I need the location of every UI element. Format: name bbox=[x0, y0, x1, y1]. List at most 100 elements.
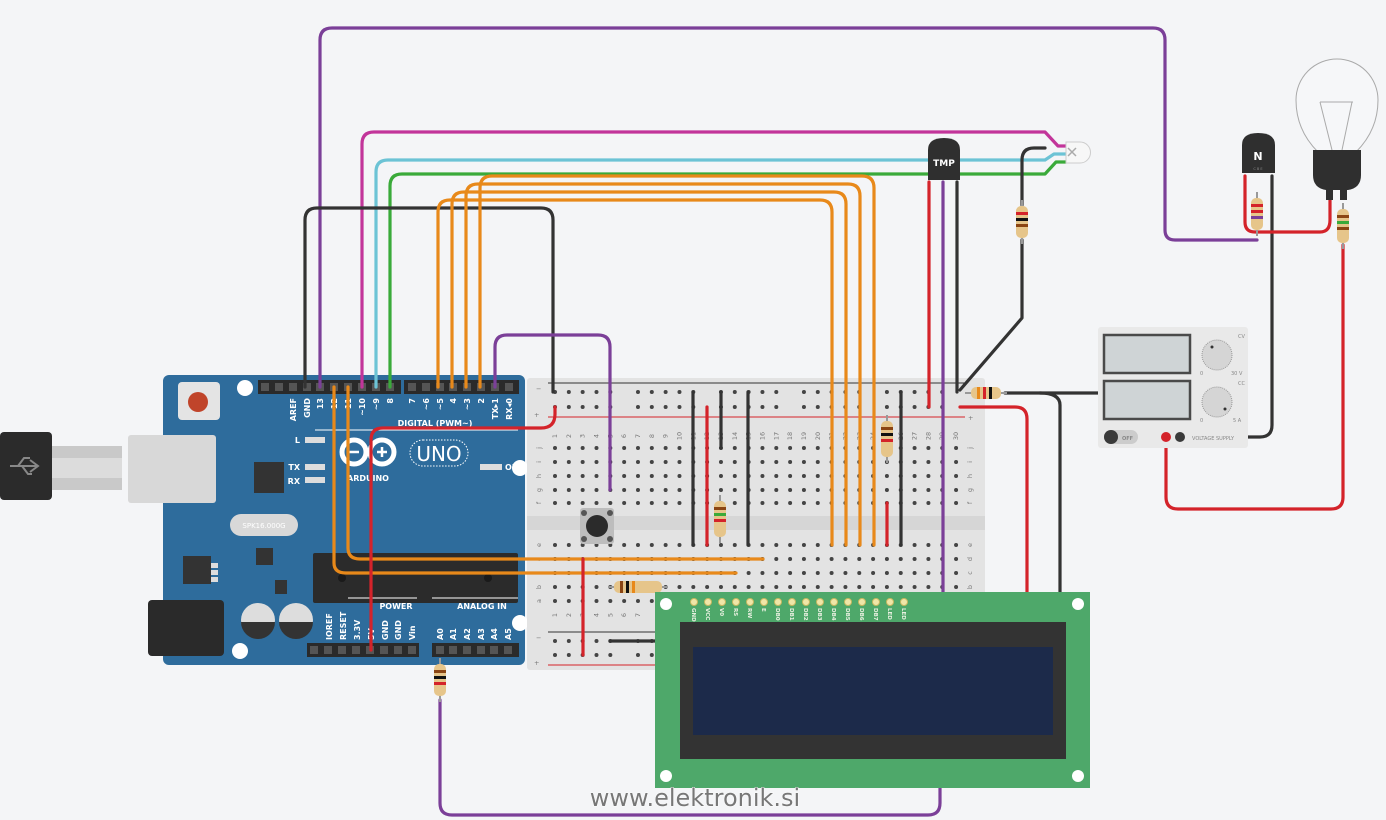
breadboard-hole[interactable] bbox=[912, 488, 917, 492]
breadboard-hole[interactable] bbox=[622, 543, 627, 547]
lcd-pin[interactable] bbox=[690, 598, 698, 606]
breadboard-hole[interactable] bbox=[774, 557, 779, 561]
breadboard-hole[interactable] bbox=[663, 543, 668, 547]
wire-purple-pin1[interactable] bbox=[493, 333, 612, 492]
breadboard-hole[interactable] bbox=[566, 460, 571, 464]
breadboard-hole[interactable] bbox=[788, 543, 793, 547]
lcd-pin[interactable] bbox=[760, 598, 768, 606]
breadboard-hole[interactable] bbox=[815, 571, 820, 575]
breadboard-hole[interactable] bbox=[954, 460, 959, 464]
header-pin[interactable] bbox=[436, 646, 444, 654]
lcd-pin[interactable] bbox=[732, 598, 740, 606]
rail-hole[interactable] bbox=[566, 405, 571, 409]
header-pin[interactable] bbox=[436, 383, 444, 391]
breadboard-hole[interactable] bbox=[663, 488, 668, 492]
rail-hole[interactable] bbox=[677, 405, 682, 409]
breadboard-hole[interactable] bbox=[566, 585, 571, 589]
breadboard-hole[interactable] bbox=[926, 474, 931, 478]
breadboard-hole[interactable] bbox=[635, 460, 640, 464]
breadboard-hole[interactable] bbox=[898, 585, 903, 589]
wire-red-5v[interactable] bbox=[369, 405, 557, 652]
breadboard-hole[interactable] bbox=[774, 571, 779, 575]
breadboard-hole[interactable] bbox=[553, 543, 557, 547]
breadboard-hole[interactable] bbox=[774, 501, 779, 505]
breadboard-hole[interactable] bbox=[926, 571, 931, 575]
breadboard-hole[interactable] bbox=[926, 446, 931, 450]
breadboard-hole[interactable] bbox=[801, 446, 806, 450]
breadboard-hole[interactable] bbox=[760, 460, 765, 464]
rail-hole[interactable] bbox=[815, 390, 820, 394]
breadboard-hole[interactable] bbox=[954, 446, 959, 450]
breadboard-hole[interactable] bbox=[815, 543, 820, 547]
breadboard-hole[interactable] bbox=[815, 585, 820, 589]
breadboard-hole[interactable] bbox=[760, 571, 765, 575]
breadboard-hole[interactable] bbox=[926, 501, 931, 505]
wire-purple-pin13[interactable] bbox=[318, 26, 1259, 389]
breadboard-hole[interactable] bbox=[553, 488, 557, 492]
breadboard-hole[interactable] bbox=[663, 501, 668, 505]
resistor[interactable] bbox=[965, 387, 1007, 399]
breadboard-hole[interactable] bbox=[594, 446, 599, 450]
breadboard-hole[interactable] bbox=[732, 474, 737, 478]
breadboard-hole[interactable] bbox=[566, 488, 571, 492]
breadboard-hole[interactable] bbox=[705, 585, 710, 589]
breadboard-hole[interactable] bbox=[884, 571, 889, 575]
power-header[interactable] bbox=[307, 643, 419, 657]
breadboard-hole[interactable] bbox=[912, 557, 917, 561]
rail-hole[interactable] bbox=[912, 390, 917, 394]
breadboard-hole[interactable] bbox=[580, 460, 585, 464]
header-pin[interactable] bbox=[477, 646, 485, 654]
breadboard-hole[interactable] bbox=[649, 474, 654, 478]
breadboard-hole[interactable] bbox=[815, 446, 820, 450]
breadboard-hole[interactable] bbox=[760, 474, 765, 478]
breadboard-hole[interactable] bbox=[718, 488, 723, 492]
rail-hole[interactable] bbox=[774, 390, 779, 394]
rail-hole[interactable] bbox=[677, 390, 682, 394]
breadboard-hole[interactable] bbox=[926, 460, 931, 464]
breadboard-hole[interactable] bbox=[760, 501, 765, 505]
header-pin[interactable] bbox=[310, 646, 318, 654]
power-supply[interactable]: CV CC 0 30 V 0 5 A OFF VOLTAGE SUPPLY bbox=[1098, 327, 1248, 448]
breadboard-hole[interactable] bbox=[774, 474, 779, 478]
breadboard-hole[interactable] bbox=[912, 571, 917, 575]
breadboard-hole[interactable] bbox=[926, 557, 931, 561]
breadboard-hole[interactable] bbox=[760, 446, 765, 450]
breadboard-hole[interactable] bbox=[760, 488, 765, 492]
breadboard-hole[interactable] bbox=[746, 571, 751, 575]
breadboard-hole[interactable] bbox=[774, 460, 779, 464]
header-pin[interactable] bbox=[324, 646, 332, 654]
breadboard-hole[interactable] bbox=[566, 543, 571, 547]
breadboard-hole[interactable] bbox=[677, 501, 682, 505]
breadboard-hole[interactable] bbox=[788, 585, 793, 589]
header-pin[interactable] bbox=[422, 383, 430, 391]
breadboard-hole[interactable] bbox=[677, 460, 682, 464]
rail-hole[interactable] bbox=[566, 390, 571, 394]
pushbutton[interactable] bbox=[580, 508, 614, 544]
breadboard-hole[interactable] bbox=[732, 543, 737, 547]
breadboard-hole[interactable] bbox=[718, 585, 723, 589]
breadboard-hole[interactable] bbox=[732, 585, 737, 589]
breadboard-hole[interactable] bbox=[718, 543, 723, 547]
breadboard-hole[interactable] bbox=[857, 571, 862, 575]
header-pin[interactable] bbox=[490, 646, 498, 654]
breadboard-hole[interactable] bbox=[954, 557, 959, 561]
wire-orange-pin4[interactable] bbox=[450, 190, 848, 547]
rail-hole[interactable] bbox=[649, 653, 654, 657]
rail-hole[interactable] bbox=[649, 390, 654, 394]
breadboard-hole[interactable] bbox=[566, 501, 571, 505]
npn-transistor[interactable]: N C B E bbox=[1242, 133, 1275, 173]
breadboard-hole[interactable] bbox=[954, 571, 959, 575]
lcd-pin[interactable] bbox=[788, 598, 796, 606]
rail-hole[interactable] bbox=[594, 639, 599, 643]
temperature-sensor[interactable]: TMP bbox=[928, 138, 960, 180]
breadboard-hole[interactable] bbox=[815, 488, 820, 492]
breadboard-hole[interactable] bbox=[788, 474, 793, 478]
breadboard-hole[interactable] bbox=[801, 501, 806, 505]
rail-hole[interactable] bbox=[553, 653, 557, 657]
breadboard-hole[interactable] bbox=[926, 543, 931, 547]
header-pin[interactable] bbox=[289, 383, 297, 391]
lcd-pin[interactable] bbox=[704, 598, 712, 606]
rail-hole[interactable] bbox=[594, 405, 599, 409]
breadboard-hole[interactable] bbox=[677, 543, 682, 547]
header-pin[interactable] bbox=[394, 646, 402, 654]
